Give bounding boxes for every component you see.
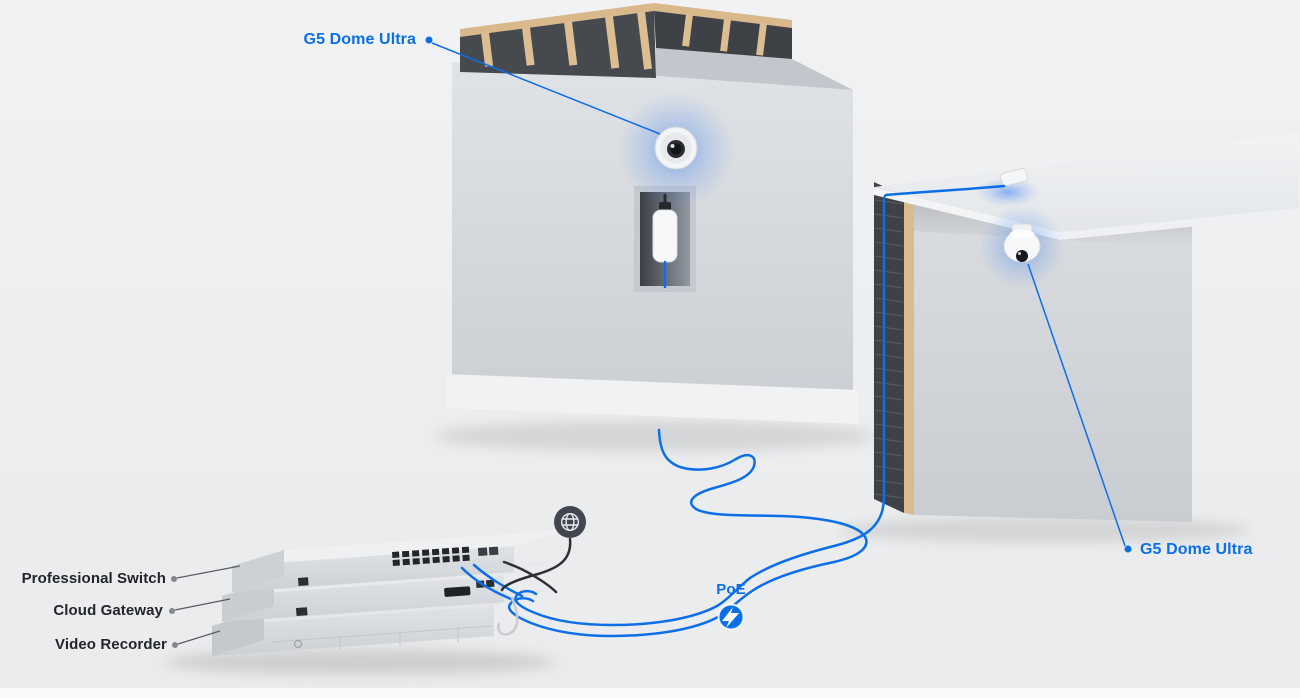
internet-globe-icon (554, 506, 586, 538)
label-leaders (169, 36, 1132, 648)
professional-switch-label: Professional Switch (21, 570, 166, 587)
right-wall (874, 133, 1299, 522)
wall-framing (460, 3, 792, 78)
professional-switch-unit (232, 530, 566, 592)
cable-left-camera (507, 428, 868, 638)
camera-right-label: G5 Dome Ultra (1140, 541, 1253, 558)
video-recorder-label: Video Recorder (55, 636, 167, 653)
left-wall (446, 3, 859, 424)
ceiling-junction-device (1000, 168, 1029, 187)
poe-lightning-icon (717, 603, 745, 631)
cable-protector (652, 209, 678, 263)
equipment-stack (212, 530, 566, 656)
camera-left-label: G5 Dome Ultra (303, 31, 416, 48)
poe-cables (460, 184, 1006, 638)
cable-right-camera (514, 184, 1006, 627)
network-cables (497, 537, 572, 636)
ceiling-device-glow (976, 177, 1040, 207)
camera-left-g5-dome-ultra (654, 126, 698, 170)
floor-shadows (165, 421, 1250, 675)
camera-right-g5-dome-ultra (1003, 223, 1041, 263)
bottom-edge (0, 688, 1300, 698)
rj45-port-block (392, 546, 499, 566)
internet-cable (500, 537, 572, 592)
power-button (293, 639, 303, 649)
cloud-gateway-label: Cloud Gateway (53, 602, 163, 619)
poe-label: PoE (716, 581, 746, 598)
brick-column (874, 182, 904, 513)
gateway-display (444, 586, 471, 597)
wall-wood-trim (904, 196, 914, 515)
